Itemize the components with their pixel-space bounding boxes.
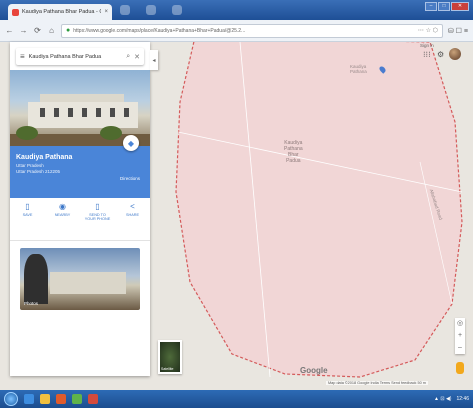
windows-taskbar: ▲ ⊡ ◀) 12:46 <box>0 390 473 408</box>
place-actions: ▯ SAVE ◉ NEARBY ▯ SEND TO YOUR PHONE < S… <box>10 202 150 232</box>
reload-button[interactable]: ⟳ <box>34 26 41 35</box>
tab-close-icon[interactable]: × <box>104 9 108 15</box>
directions-label[interactable]: Directions <box>120 176 141 181</box>
ie-taskbar-icon[interactable] <box>24 394 34 404</box>
satellite-toggle[interactable]: Satellite <box>158 340 182 374</box>
save-button[interactable]: ▯ SAVE <box>22 202 33 217</box>
clear-search-icon[interactable]: ✕ <box>134 53 140 61</box>
page-actions-icon[interactable]: ⋯ ☆ ⬡ <box>417 28 438 34</box>
window-controls: – □ ✕ <box>425 2 469 11</box>
road-line <box>177 131 463 193</box>
search-box[interactable]: ≡ Kaudiya Pathana Bhar Padua ⌕ ✕ <box>16 48 144 65</box>
zoom-out-button[interactable]: – <box>458 344 462 351</box>
place-address: Uttar Pradesh 212205 <box>16 169 61 174</box>
close-window-button[interactable]: ✕ <box>451 2 469 11</box>
photos-label: Photos <box>24 301 39 306</box>
sign-in-label[interactable]: Sign in <box>420 43 434 48</box>
start-button[interactable] <box>4 392 18 406</box>
google-maps-favicon-icon <box>12 8 19 16</box>
nearby-icon: ◉ <box>59 202 66 211</box>
place-info-header: Kaudiya Pathana Uttar Pradesh Uttar Prad… <box>10 146 150 198</box>
extensions-icon[interactable]: ⛁ ☐ ≡ <box>447 27 468 35</box>
road-line <box>239 42 271 378</box>
directions-icon: ◆ <box>127 138 135 148</box>
notifications-icon[interactable]: ⚙ <box>437 50 445 59</box>
lock-icon: ● <box>66 27 71 34</box>
maximize-button[interactable]: □ <box>438 2 450 11</box>
minimize-button[interactable]: – <box>425 2 437 11</box>
home-button[interactable]: ⌂ <box>49 26 54 35</box>
map-attribution[interactable]: Map data ©2018 Google India Terms Send f… <box>326 381 428 385</box>
browser-tab[interactable]: Kaudiya Pathana Bhar Padua - Google M...… <box>8 4 112 20</box>
clock[interactable]: 12:46 <box>456 396 469 402</box>
blurred-desktop-icon <box>172 5 182 15</box>
blurred-desktop-icon <box>146 5 156 15</box>
directions-button[interactable]: ◆ <box>123 135 139 151</box>
compass-icon[interactable]: ◎ <box>456 320 464 327</box>
phone-icon: ▯ <box>95 202 100 211</box>
browser-tab-strip: Kaudiya Pathana Bhar Padua - Google M...… <box>0 0 473 20</box>
back-button[interactable]: ← <box>5 26 14 35</box>
forward-button[interactable]: → <box>19 26 28 35</box>
chrome-taskbar-icon[interactable] <box>88 394 98 404</box>
search-input[interactable]: Kaudiya Pathana Bhar Padua <box>28 53 102 60</box>
photos-thumbnail[interactable]: Photos <box>20 248 140 310</box>
address-bar[interactable]: ● https://www.google.com/maps/place/Kaud… <box>61 23 443 38</box>
zoom-controls: ◎ + – <box>455 318 465 354</box>
share-icon: < <box>130 202 135 211</box>
blurred-desktop-icon <box>120 5 130 15</box>
street-view-pegman-icon[interactable] <box>456 362 464 374</box>
collapse-panel-button[interactable]: ◂ <box>150 50 158 70</box>
app-taskbar-icon[interactable] <box>72 394 82 404</box>
poi-label: Kaudiya Pathana <box>350 64 367 74</box>
media-taskbar-icon[interactable] <box>56 394 66 404</box>
tray-icons[interactable]: ▲ ⊡ ◀) <box>434 396 452 402</box>
google-logo: Google <box>300 366 328 375</box>
divider <box>10 240 150 241</box>
explorer-taskbar-icon[interactable] <box>40 394 50 404</box>
place-type: Uttar Pradesh <box>16 163 44 168</box>
share-button[interactable]: < SHARE <box>125 202 140 217</box>
place-name: Kaudiya Pathana <box>16 154 73 161</box>
place-side-panel: ≡ Kaudiya Pathana Bhar Padua ⌕ ✕ Kaudiya… <box>10 42 150 376</box>
satellite-label: Satellite <box>161 367 174 371</box>
bookmark-icon: ▯ <box>25 202 30 211</box>
road-line <box>419 161 453 305</box>
browser-toolbar: ← → ⟳ ⌂ ● https://www.google.com/maps/pl… <box>0 20 473 42</box>
place-hero-photo[interactable] <box>10 70 150 146</box>
send-to-phone-button[interactable]: ▯ SEND TO YOUR PHONE <box>84 202 111 222</box>
url-text[interactable]: https://www.google.com/maps/place/Kaudiy… <box>73 27 246 34</box>
region-boundary <box>175 42 463 378</box>
nearby-button[interactable]: ◉ NEARBY <box>54 202 71 217</box>
region-label: Kaudiya Pathana Bhar Padua <box>284 140 303 164</box>
apps-grid-icon[interactable]: ⁝⁝⁝ <box>423 50 431 59</box>
chevron-left-icon: ◂ <box>152 57 156 64</box>
zoom-in-button[interactable]: + <box>457 332 463 339</box>
search-icon[interactable]: ⌕ <box>126 52 131 60</box>
tab-title: Kaudiya Pathana Bhar Padua - Google M... <box>22 9 101 15</box>
menu-icon[interactable]: ≡ <box>20 52 25 61</box>
avatar[interactable] <box>449 48 461 60</box>
system-tray: ▲ ⊡ ◀) 12:46 <box>434 396 469 402</box>
